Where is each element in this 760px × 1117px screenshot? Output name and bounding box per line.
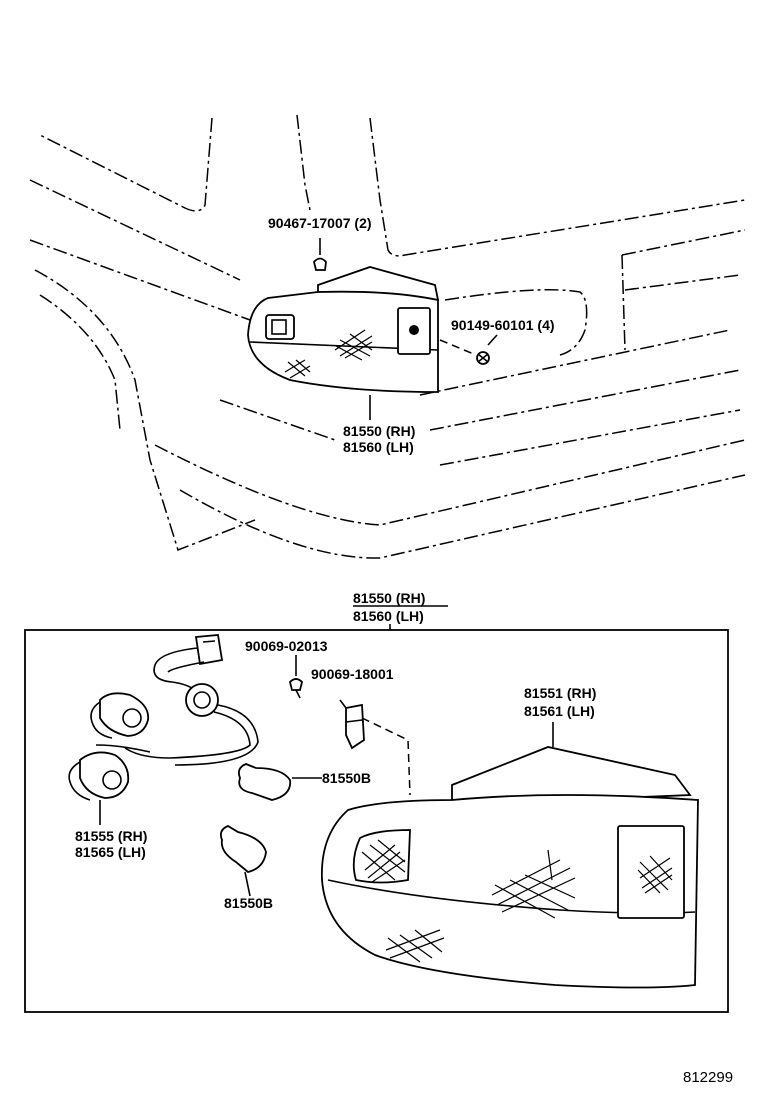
label-bracket-part-number: 90069-18001 (311, 666, 394, 682)
label-lamp-lh: 81560 (LH) (343, 439, 414, 455)
label-lamp-rh: 81550 (RH) (343, 423, 415, 439)
label-socket-lh: 81565 (LH) (75, 844, 146, 860)
exploded-view-frame (24, 629, 729, 1013)
tail-lamp-lens (321, 722, 699, 989)
label-socket-rh: 81555 (RH) (75, 828, 147, 844)
label-clip-part-number: 90467-17007 (2) (268, 215, 372, 231)
label-bulb-upper: 81550B (322, 770, 371, 786)
tail-lamp-assembly-top-view (247, 238, 498, 420)
wire-harness (68, 634, 259, 825)
screw-and-bracket (289, 655, 411, 796)
exploded-header-lh: 81560 (LH) (353, 608, 424, 624)
figure-number: 812299 (683, 1069, 733, 1086)
label-screw-part-number: 90149-60101 (4) (451, 317, 555, 333)
label-screw-part-number-2: 90069-02013 (245, 638, 328, 654)
exploded-header-rh: 81550 (RH) (353, 590, 425, 606)
label-lens-lh: 81561 (LH) (524, 703, 595, 719)
label-lens-rh: 81551 (RH) (524, 685, 596, 701)
bulbs (219, 763, 322, 897)
vehicle-body-outline (29, 114, 746, 559)
label-bulb-lower: 81550B (224, 895, 273, 911)
